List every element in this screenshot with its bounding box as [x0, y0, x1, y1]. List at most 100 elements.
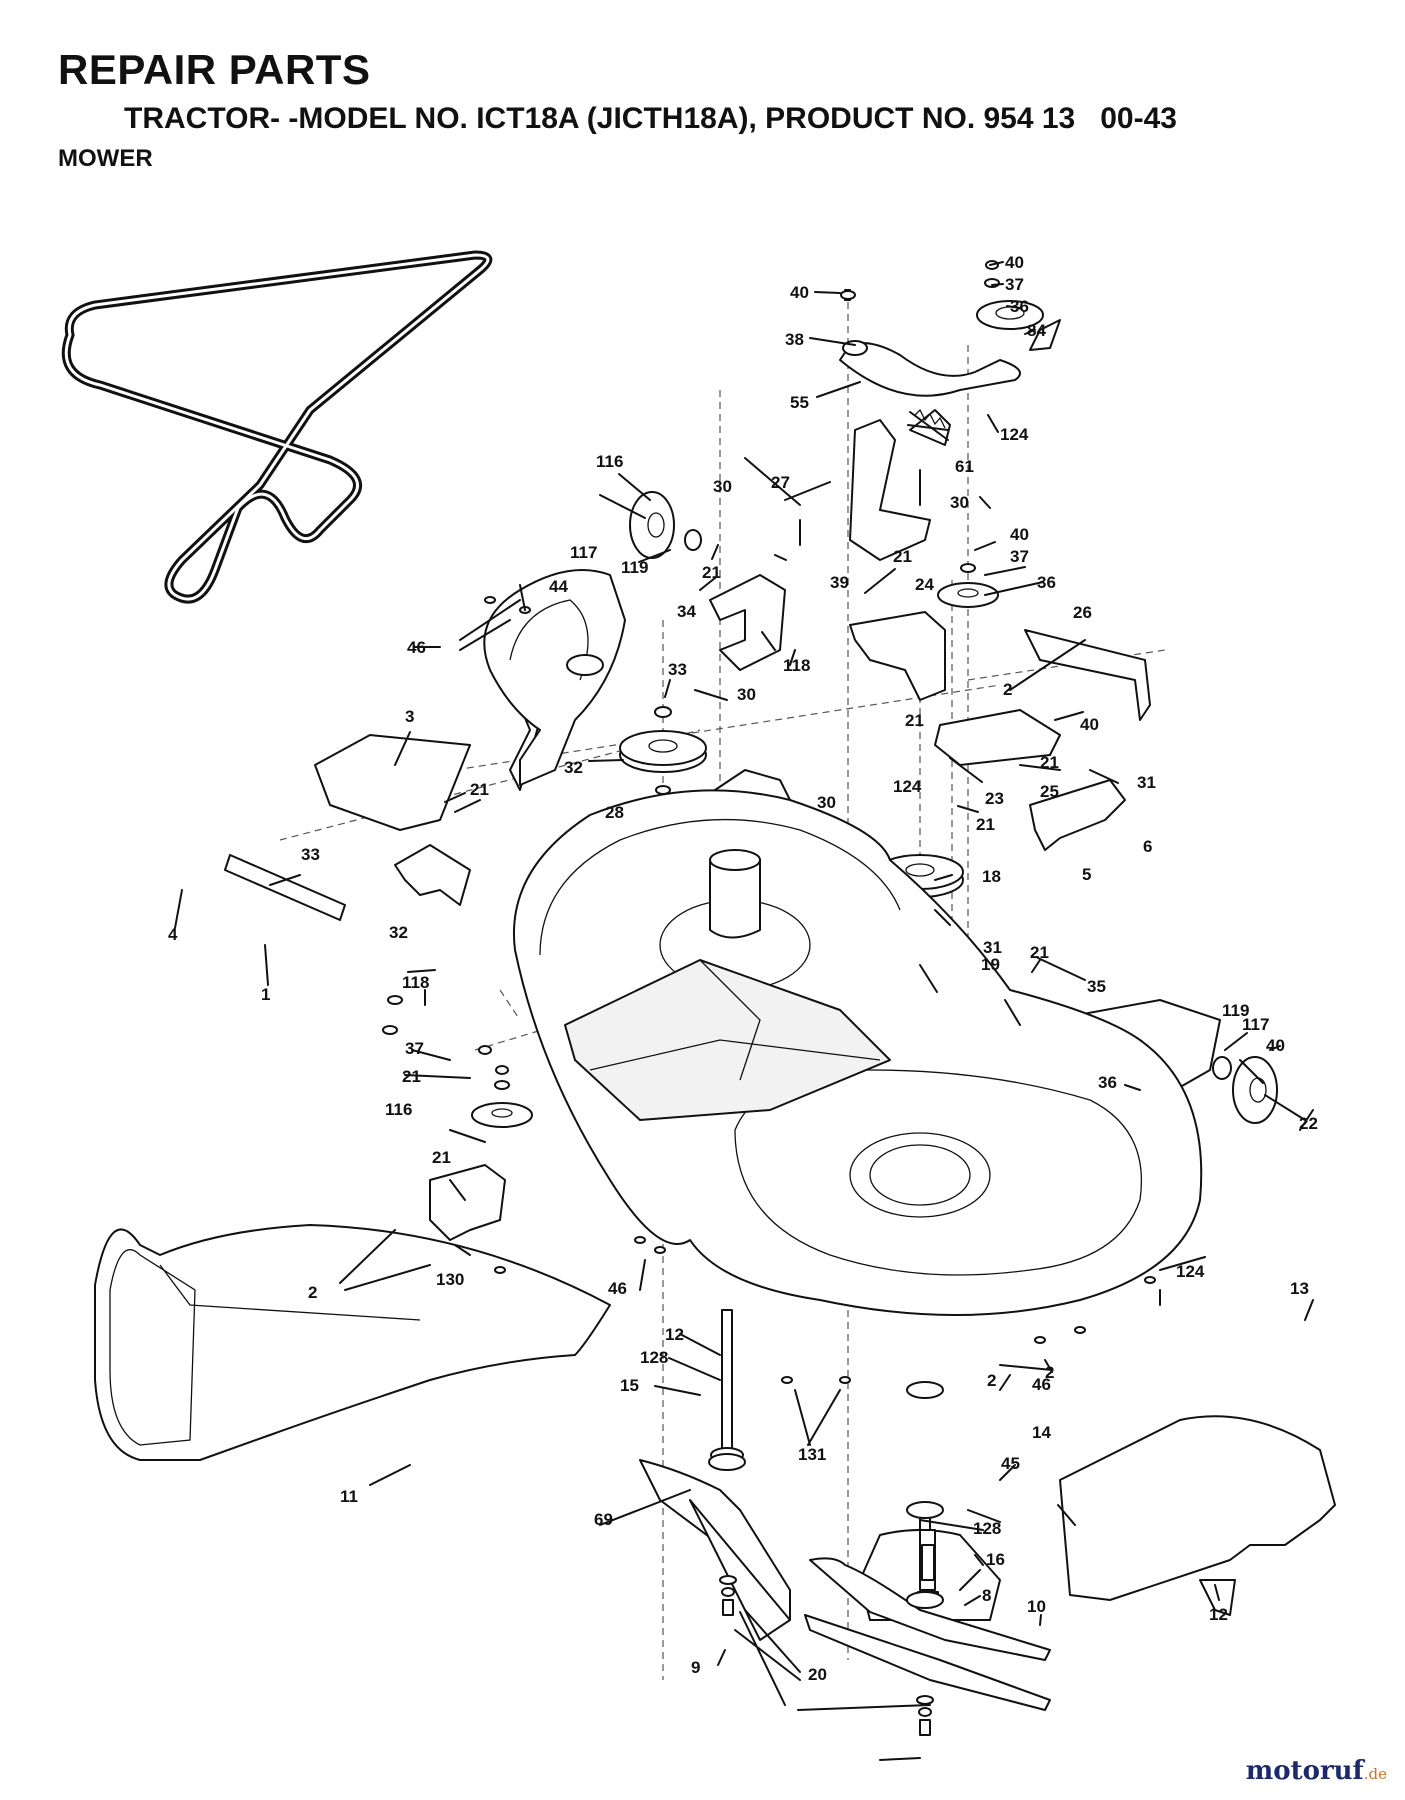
- belt-shield: [483, 569, 626, 786]
- hardware: [382, 289, 1156, 1384]
- section-title: MOWER: [58, 145, 153, 172]
- watermark: motoruf.de: [1246, 1756, 1387, 1786]
- callout: 30: [713, 477, 732, 496]
- callout: 22: [1299, 1114, 1318, 1133]
- callout: 1: [261, 985, 270, 1004]
- callout: 39: [830, 573, 849, 592]
- callout: 21: [702, 563, 721, 582]
- callout: 21: [976, 815, 995, 834]
- callout: 124: [893, 777, 922, 796]
- callout: 21: [1030, 943, 1049, 962]
- callout: 37: [1010, 547, 1029, 566]
- callout: 6: [1143, 837, 1152, 856]
- callout: 40: [1266, 1036, 1285, 1055]
- callout: 36: [1037, 573, 1056, 592]
- callout: 16: [986, 1550, 1005, 1569]
- callout: 9: [691, 1658, 700, 1677]
- callout: 31: [1137, 773, 1156, 792]
- callout: 69: [594, 1510, 613, 1529]
- callout: 117: [570, 543, 597, 562]
- callout: 21: [432, 1148, 451, 1167]
- callout: 117: [1242, 1015, 1269, 1034]
- callout: 84: [1027, 321, 1046, 340]
- callout: 46: [608, 1279, 627, 1298]
- callout: 131: [798, 1445, 826, 1464]
- callout: 124: [1176, 1262, 1205, 1281]
- callout: 40: [790, 283, 809, 302]
- watermark-tld: .de: [1363, 1765, 1387, 1783]
- callout: 26: [1073, 603, 1092, 622]
- callout: 116: [385, 1100, 412, 1119]
- callout: 10: [1027, 1597, 1046, 1616]
- callout: 36: [1010, 297, 1029, 316]
- callout: 40: [1010, 525, 1029, 544]
- callout: 40: [1005, 253, 1024, 272]
- callout: 28: [605, 803, 624, 822]
- model-line: TRACTOR- -MODEL NO. ICT18A (JICTH18A), P…: [124, 102, 1177, 135]
- callout: 25: [1040, 782, 1059, 801]
- callout: 35: [1087, 977, 1106, 996]
- callout: 21: [402, 1067, 421, 1086]
- callout: 27: [771, 473, 790, 492]
- callout: 19: [981, 955, 1000, 974]
- discharge-chute: [94, 1224, 611, 1461]
- watermark-brand: motoruf: [1245, 1756, 1364, 1786]
- callout: 118: [783, 656, 810, 675]
- callout: 30: [817, 793, 836, 812]
- callout: 8: [982, 1586, 991, 1605]
- callout: 23: [985, 789, 1004, 808]
- callout: 38: [785, 330, 804, 349]
- rear-deflector: [1059, 1415, 1336, 1616]
- callout: 2: [1045, 1363, 1054, 1382]
- callout: 37: [405, 1039, 424, 1058]
- callout: 37: [1005, 275, 1024, 294]
- callout: 11: [340, 1487, 358, 1506]
- callout: 13: [1290, 1279, 1309, 1298]
- callout: 118: [402, 973, 429, 992]
- callout: 18: [982, 867, 1001, 886]
- callout: 33: [668, 660, 687, 679]
- callout: 124: [1000, 425, 1029, 444]
- callout: 119: [621, 558, 648, 577]
- callout: 21: [1040, 753, 1059, 772]
- callout: 32: [389, 923, 408, 942]
- callout: 34: [677, 602, 696, 621]
- callout: 36: [1098, 1073, 1117, 1092]
- callout: 2: [308, 1283, 317, 1302]
- callout: 14: [1032, 1423, 1051, 1442]
- callout: 30: [950, 493, 969, 512]
- callout: 5: [1082, 865, 1091, 884]
- spindle-blade-assembly: [639, 1309, 1051, 1736]
- callout: 15: [620, 1376, 639, 1395]
- callout: 61: [955, 457, 974, 476]
- callout: 32: [564, 758, 583, 777]
- callout: 45: [1001, 1454, 1020, 1473]
- callout: 2: [1003, 680, 1012, 699]
- callout: 116: [596, 452, 623, 471]
- leader-lines: [174, 261, 1314, 1761]
- callout: 46: [1032, 1375, 1051, 1394]
- callout: 3: [405, 707, 414, 726]
- callout: 119: [1222, 1001, 1249, 1020]
- callout: 40: [1080, 715, 1099, 734]
- part-callouts: 40 37 36 84 40 38 55 124 61 30 27 116 11…: [168, 253, 1318, 1684]
- callout: 21: [470, 780, 489, 799]
- callout: 30: [737, 685, 756, 704]
- callout: 21: [905, 711, 924, 730]
- callout: 2: [987, 1371, 996, 1390]
- callout: 128: [973, 1519, 1001, 1538]
- callout: 46: [407, 638, 426, 657]
- callout: 24: [915, 575, 934, 594]
- callout: 21: [893, 547, 912, 566]
- drive-belt: [61, 250, 493, 604]
- callout: 4: [168, 925, 178, 944]
- callout: 20: [808, 1665, 827, 1684]
- callout: 12: [1209, 1605, 1228, 1624]
- page-title: REPAIR PARTS: [58, 46, 371, 93]
- callout: 55: [790, 393, 809, 412]
- callout: 44: [549, 577, 568, 596]
- mower-deck: [513, 789, 1203, 1316]
- callout: 12: [665, 1325, 684, 1344]
- callout: 31: [983, 938, 1002, 957]
